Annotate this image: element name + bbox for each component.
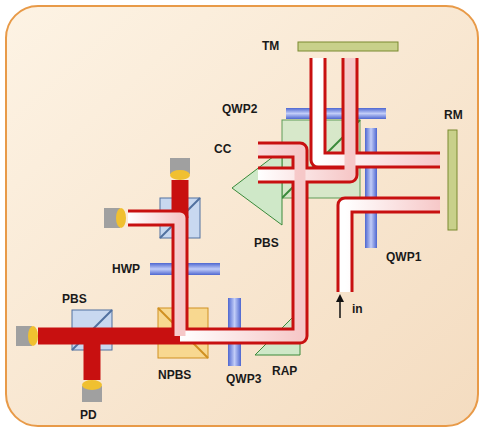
- part-label: HWP: [112, 262, 140, 276]
- qwp2-plate: [286, 108, 386, 119]
- part-label: QWP3: [226, 372, 261, 386]
- mirror-rm: [448, 130, 457, 230]
- background-panel: [6, 6, 478, 426]
- part-label: in: [352, 302, 363, 316]
- part-label: PBS: [254, 236, 279, 250]
- mirror-tm: [298, 42, 398, 51]
- part-label: QWP2: [222, 102, 257, 116]
- photodetectors: [16, 158, 190, 402]
- part-label: RAP: [272, 364, 297, 378]
- input-arrowhead: [336, 294, 344, 302]
- corner-cube: [232, 150, 282, 225]
- qwp1-plate: [365, 128, 377, 248]
- part-label: QWP1: [386, 250, 421, 264]
- laser-beams: [38, 58, 440, 380]
- input-arrow: [339, 300, 341, 318]
- part-label: TM: [262, 39, 279, 53]
- part-label: CC: [214, 142, 231, 156]
- part-label: RM: [444, 108, 463, 122]
- part-label: NPBS: [158, 368, 191, 382]
- part-label: PBS: [62, 292, 87, 306]
- part-label: PD: [80, 408, 97, 422]
